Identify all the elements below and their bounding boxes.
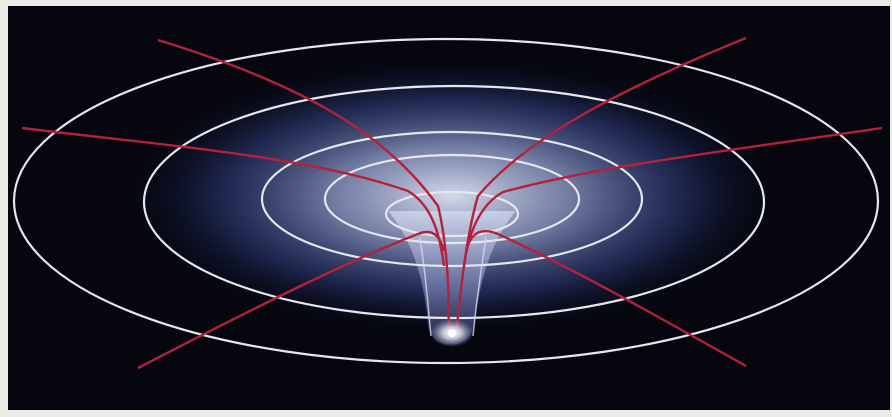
ring-3 <box>260 130 644 268</box>
ring-group <box>12 37 880 365</box>
well-glow <box>122 56 782 336</box>
radial-line-right <box>462 126 883 267</box>
ring-4 <box>323 153 581 245</box>
radial-line-group <box>21 36 883 370</box>
funnel-outline <box>419 237 487 337</box>
radial-line-left <box>21 126 446 267</box>
funnel-right-edge <box>472 237 487 337</box>
point-mass <box>448 329 456 337</box>
spacetime-well-diagram <box>12 36 883 370</box>
radial-line-top-left <box>157 38 450 337</box>
radial-line-bottom-left <box>137 230 446 370</box>
funnel-left-edge <box>419 237 432 337</box>
ring-1 <box>12 37 880 365</box>
ring-2 <box>142 84 766 320</box>
radial-line-bottom-right <box>464 229 747 368</box>
radial-line-top-right <box>454 36 747 337</box>
ring-5 <box>384 190 520 238</box>
well-funnel <box>388 211 516 345</box>
spacetime-panel <box>8 6 890 410</box>
